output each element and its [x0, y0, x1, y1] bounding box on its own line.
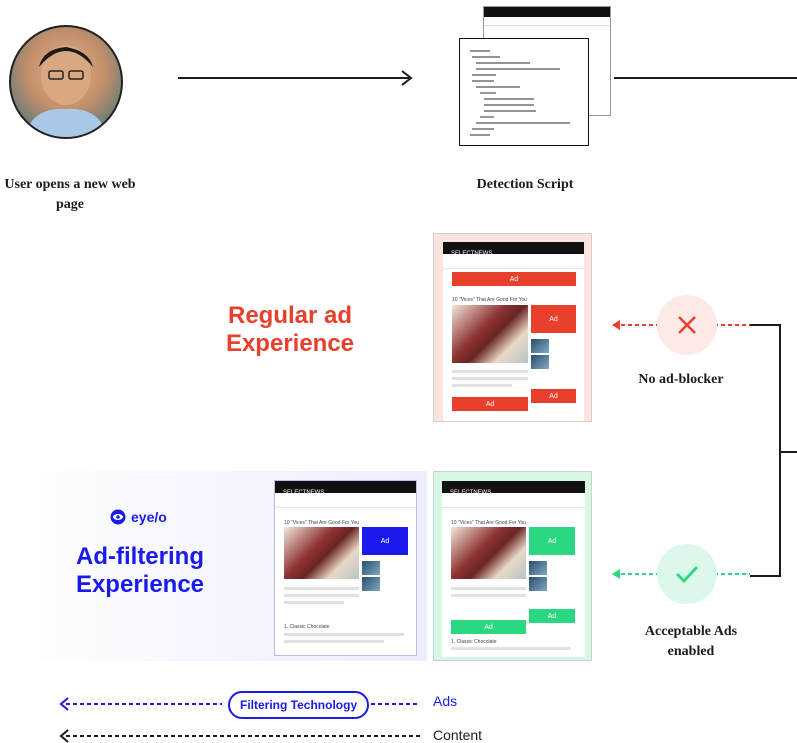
ad-banner-bottom: Ad: [451, 620, 526, 634]
no-adblocker-caption: No ad-blocker: [638, 372, 724, 387]
acceptable-ads-badge: [657, 544, 717, 604]
ad-side: Ad: [529, 527, 575, 555]
site-header: SELECTNEWS: [443, 242, 584, 257]
eye-icon: [110, 509, 126, 525]
ad-banner-bottom: Ad: [452, 397, 528, 411]
user-caption: User opens a new web page: [4, 177, 136, 212]
no-adblocker-badge: [657, 295, 717, 355]
legend-ads: Ads: [433, 693, 458, 709]
filtering-technology-pill: Filtering Technology: [228, 691, 370, 719]
filtering-experience-title: Ad-filtering Experience: [75, 543, 205, 598]
detection-caption: Detection Script: [476, 177, 574, 192]
site-logo: SELECTNEWS: [451, 251, 493, 257]
person-icon: [25, 45, 107, 137]
regular-experience-title: Regular ad Experience: [225, 302, 355, 357]
detection-script-graphic: [459, 6, 611, 146]
eyeo-logo: eye/o: [110, 508, 180, 526]
acceptable-ads-page: SELECTNEWS 10 "Vices" That Are Good For …: [433, 471, 592, 661]
ad-side: Ad: [362, 527, 408, 555]
legend-lines: [59, 697, 420, 743]
article-photo: [452, 305, 528, 363]
check-icon: [676, 566, 699, 584]
regular-ad-page: SELECTNEWS Ad 10 "Vices" That Are Good F…: [433, 233, 592, 422]
ad-side-small: Ad: [531, 389, 576, 403]
ad-banner-top: Ad: [452, 272, 576, 286]
headline: 10 "Vices" That Are Good For You: [452, 297, 528, 303]
ad-side: Ad: [531, 305, 576, 333]
filtering-ad-page: SELECTNEWS 10 "Vices" That Are Good For …: [274, 480, 417, 656]
acceptable-ads-caption: Acceptable Ads enabled: [644, 624, 738, 659]
close-icon: [678, 316, 696, 334]
ad-side-small: Ad: [529, 609, 575, 623]
user-avatar: [9, 25, 123, 139]
legend-content: Content: [433, 727, 483, 743]
